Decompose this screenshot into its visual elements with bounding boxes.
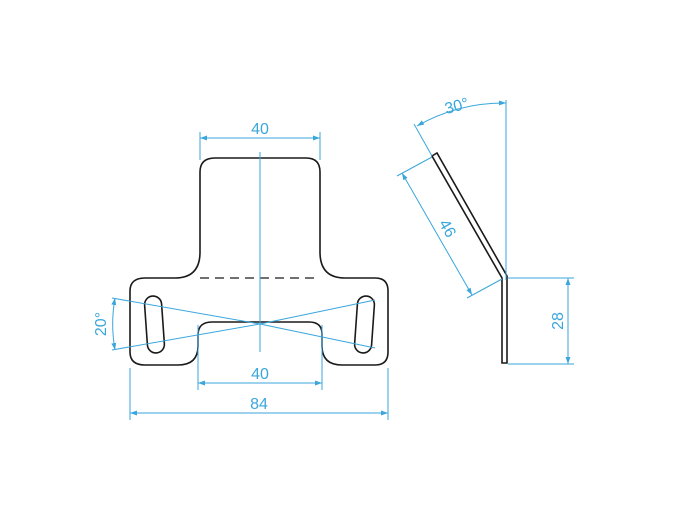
length-label: 46 (435, 217, 459, 241)
length-dim-line (401, 172, 473, 296)
front-view (129, 157, 389, 366)
front-dimensions: 40 40 84 20° (93, 121, 389, 420)
angle-ray-right-upper (259, 299, 376, 325)
height-label: 28 (550, 312, 567, 330)
bottom-width-label: 40 (251, 366, 269, 383)
top-width-label: 40 (251, 121, 269, 138)
slot-angle-arc (111, 297, 117, 351)
side-dimensions: 30° 46 28 (396, 95, 574, 365)
left-slot (143, 295, 166, 354)
overall-width-label: 84 (250, 396, 268, 413)
length-ext-top (396, 156, 433, 177)
slot-angle-label: 20° (93, 312, 110, 336)
angle-ray-left-lower (111, 323, 261, 351)
angle-ray-left-upper (111, 297, 261, 325)
angle-ray-right-lower (259, 323, 376, 349)
side-view (430, 151, 508, 364)
length-ext-bottom (466, 278, 503, 299)
side-profile (430, 151, 508, 364)
bracket-outline (129, 157, 389, 366)
right-slot (353, 295, 376, 354)
bend-angle-label: 30° (443, 95, 471, 118)
flange-extension (413, 123, 433, 157)
bend-angle-arc (416, 100, 507, 127)
